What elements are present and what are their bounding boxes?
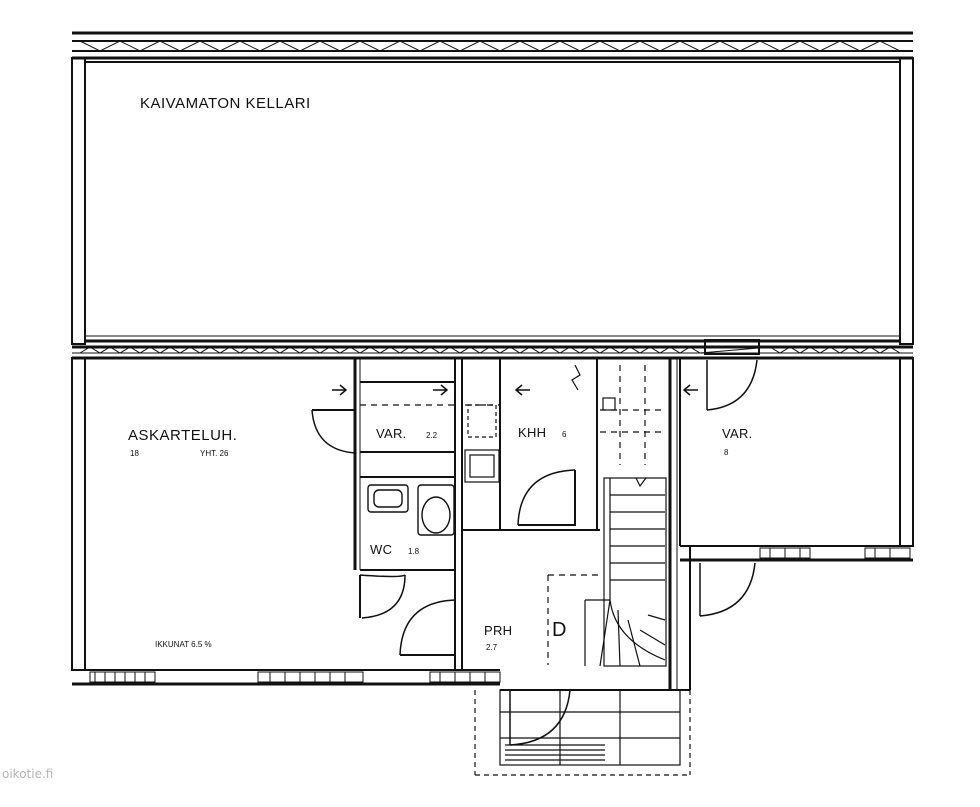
utility-room-label: KHH: [518, 425, 546, 440]
lower-floor-walls: [71, 357, 914, 686]
utility-fixtures: [464, 364, 616, 483]
wc-fixtures: [367, 484, 455, 536]
basement-label: KAIVAMATON KELLARI: [140, 95, 311, 112]
watermark: oikotie.fi: [2, 767, 53, 781]
wc-area: 1.8: [408, 547, 420, 556]
storage-shelf-lines: [360, 365, 665, 665]
storage-small-area: 2.2: [426, 431, 438, 440]
hall-label: PRH: [484, 623, 512, 638]
basement-walls: [71, 57, 914, 345]
windows-note: IKKUNAT 6.5 %: [155, 640, 212, 649]
hobby-room-area: 18: [130, 449, 139, 458]
entrance-steps: [474, 689, 691, 776]
staircase: [584, 477, 667, 667]
wc-label: WC: [370, 542, 392, 557]
storage-right-area: 8: [724, 448, 729, 457]
top-exterior-wall: [72, 31, 913, 60]
utility-room-area: 6: [562, 430, 567, 439]
door-swings: [311, 359, 758, 746]
storage-small-label: VAR.: [376, 426, 407, 441]
storage-right-label: VAR.: [722, 426, 753, 441]
arrows: [332, 384, 698, 396]
stair-mark: D: [552, 619, 566, 641]
hall-area: 2.7: [486, 643, 498, 652]
hobby-room-label: ASKARTELUH.: [128, 427, 237, 444]
middle-wall: [72, 339, 913, 360]
hobby-room-total: YHT. 26: [200, 449, 229, 458]
